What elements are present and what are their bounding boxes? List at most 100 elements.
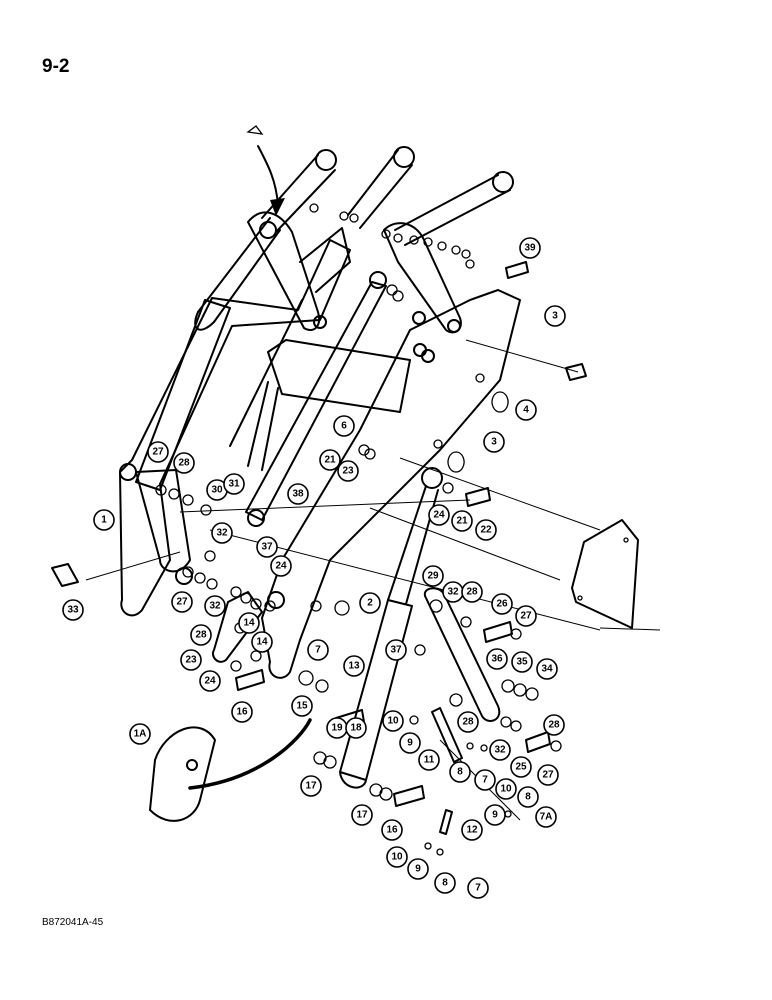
- callout: 27: [147, 441, 169, 463]
- svg-text:4: 4: [523, 405, 529, 416]
- callout: 28: [461, 581, 483, 603]
- callout: 25: [510, 756, 532, 778]
- svg-text:6: 6: [341, 421, 347, 432]
- callout: 7: [307, 639, 329, 661]
- bellcranks: [247, 211, 462, 363]
- svg-text:24: 24: [275, 561, 287, 572]
- callout: 2: [359, 592, 381, 614]
- washers-bushings: [155, 203, 562, 856]
- callout: 24: [428, 504, 450, 526]
- svg-text:34: 34: [541, 664, 553, 675]
- callout: 28: [543, 714, 565, 736]
- svg-text:31: 31: [228, 479, 240, 490]
- callout: 32: [442, 581, 464, 603]
- pointer-arrow: [246, 125, 285, 216]
- callout: 38: [287, 483, 309, 505]
- svg-text:9: 9: [407, 738, 413, 749]
- callout: 1: [93, 509, 115, 531]
- callout: 8: [434, 872, 456, 894]
- svg-text:10: 10: [391, 852, 403, 863]
- svg-text:23: 23: [185, 655, 197, 666]
- svg-text:17: 17: [356, 810, 368, 821]
- svg-text:27: 27: [520, 611, 532, 622]
- callout: 16: [381, 819, 403, 841]
- svg-text:27: 27: [176, 597, 188, 608]
- svg-text:7: 7: [482, 775, 488, 786]
- guard-plate: [571, 519, 639, 629]
- callout: 10: [495, 778, 517, 800]
- callout: 19: [326, 717, 348, 739]
- svg-text:8: 8: [525, 792, 531, 803]
- svg-text:25: 25: [515, 762, 527, 773]
- callout: 6: [333, 415, 355, 437]
- cylinder-38: [245, 271, 387, 527]
- callout: 13: [343, 655, 365, 677]
- callout: 18: [345, 717, 367, 739]
- callout: 34: [536, 658, 558, 680]
- svg-text:18: 18: [350, 723, 362, 734]
- callout: 28: [173, 452, 195, 474]
- callout: 27: [515, 605, 537, 627]
- svg-text:29: 29: [427, 571, 439, 582]
- svg-text:28: 28: [466, 587, 478, 598]
- svg-text:15: 15: [296, 701, 308, 712]
- callout: 12: [461, 819, 483, 841]
- callout: 26: [491, 593, 513, 615]
- svg-text:30: 30: [211, 485, 223, 496]
- callout: 32: [489, 739, 511, 761]
- svg-text:37: 37: [390, 645, 402, 656]
- drawing-id: B872041A-45: [42, 917, 104, 928]
- callout: 36: [486, 648, 508, 670]
- callout: 32: [211, 522, 233, 544]
- callout: 28: [190, 624, 212, 646]
- svg-text:24: 24: [433, 510, 445, 521]
- callout: 33: [62, 599, 84, 621]
- svg-text:17: 17: [305, 781, 317, 792]
- callout: 7: [467, 877, 489, 899]
- svg-text:10: 10: [500, 784, 512, 795]
- svg-text:37: 37: [261, 542, 273, 553]
- pins: [51, 261, 587, 807]
- svg-text:11: 11: [424, 755, 435, 766]
- svg-text:38: 38: [292, 489, 304, 500]
- callout: 32: [204, 595, 226, 617]
- svg-text:13: 13: [348, 661, 360, 672]
- svg-text:12: 12: [466, 825, 478, 836]
- callout: 35: [511, 651, 533, 673]
- callout: 11: [418, 749, 440, 771]
- svg-text:7A: 7A: [540, 812, 553, 823]
- callout: 7A: [535, 806, 557, 828]
- callout: 3: [544, 305, 566, 327]
- callout: 9: [407, 858, 429, 880]
- svg-text:14: 14: [256, 637, 268, 648]
- callout: 31: [223, 473, 245, 495]
- callout: 27: [537, 764, 559, 786]
- svg-text:8: 8: [457, 767, 463, 778]
- callout: 28: [457, 711, 479, 733]
- callout: 24: [270, 555, 292, 577]
- svg-text:36: 36: [491, 654, 503, 665]
- callout: 37: [385, 639, 407, 661]
- svg-text:28: 28: [178, 458, 190, 469]
- svg-text:3: 3: [491, 437, 497, 448]
- callout: 9: [399, 732, 421, 754]
- svg-text:10: 10: [387, 716, 399, 727]
- callout: 9: [484, 804, 506, 826]
- callout: 14: [238, 612, 260, 634]
- loader-frame: [119, 239, 521, 679]
- svg-text:23: 23: [342, 466, 354, 477]
- svg-text:35: 35: [516, 657, 528, 668]
- callout: 17: [300, 775, 322, 797]
- svg-text:33: 33: [67, 605, 79, 616]
- svg-text:1A: 1A: [134, 729, 147, 740]
- svg-text:19: 19: [331, 723, 343, 734]
- callout: 27: [171, 591, 193, 613]
- svg-text:28: 28: [195, 630, 207, 641]
- callout: 8: [449, 761, 471, 783]
- callout: 23: [180, 649, 202, 671]
- flat-brackets: [431, 707, 463, 835]
- svg-text:27: 27: [152, 447, 164, 458]
- callout: 10: [382, 710, 404, 732]
- svg-text:32: 32: [447, 587, 459, 598]
- callouts: 39 3 4 3 6 21 23 38 24 21 22 27 28 30 31…: [62, 237, 566, 899]
